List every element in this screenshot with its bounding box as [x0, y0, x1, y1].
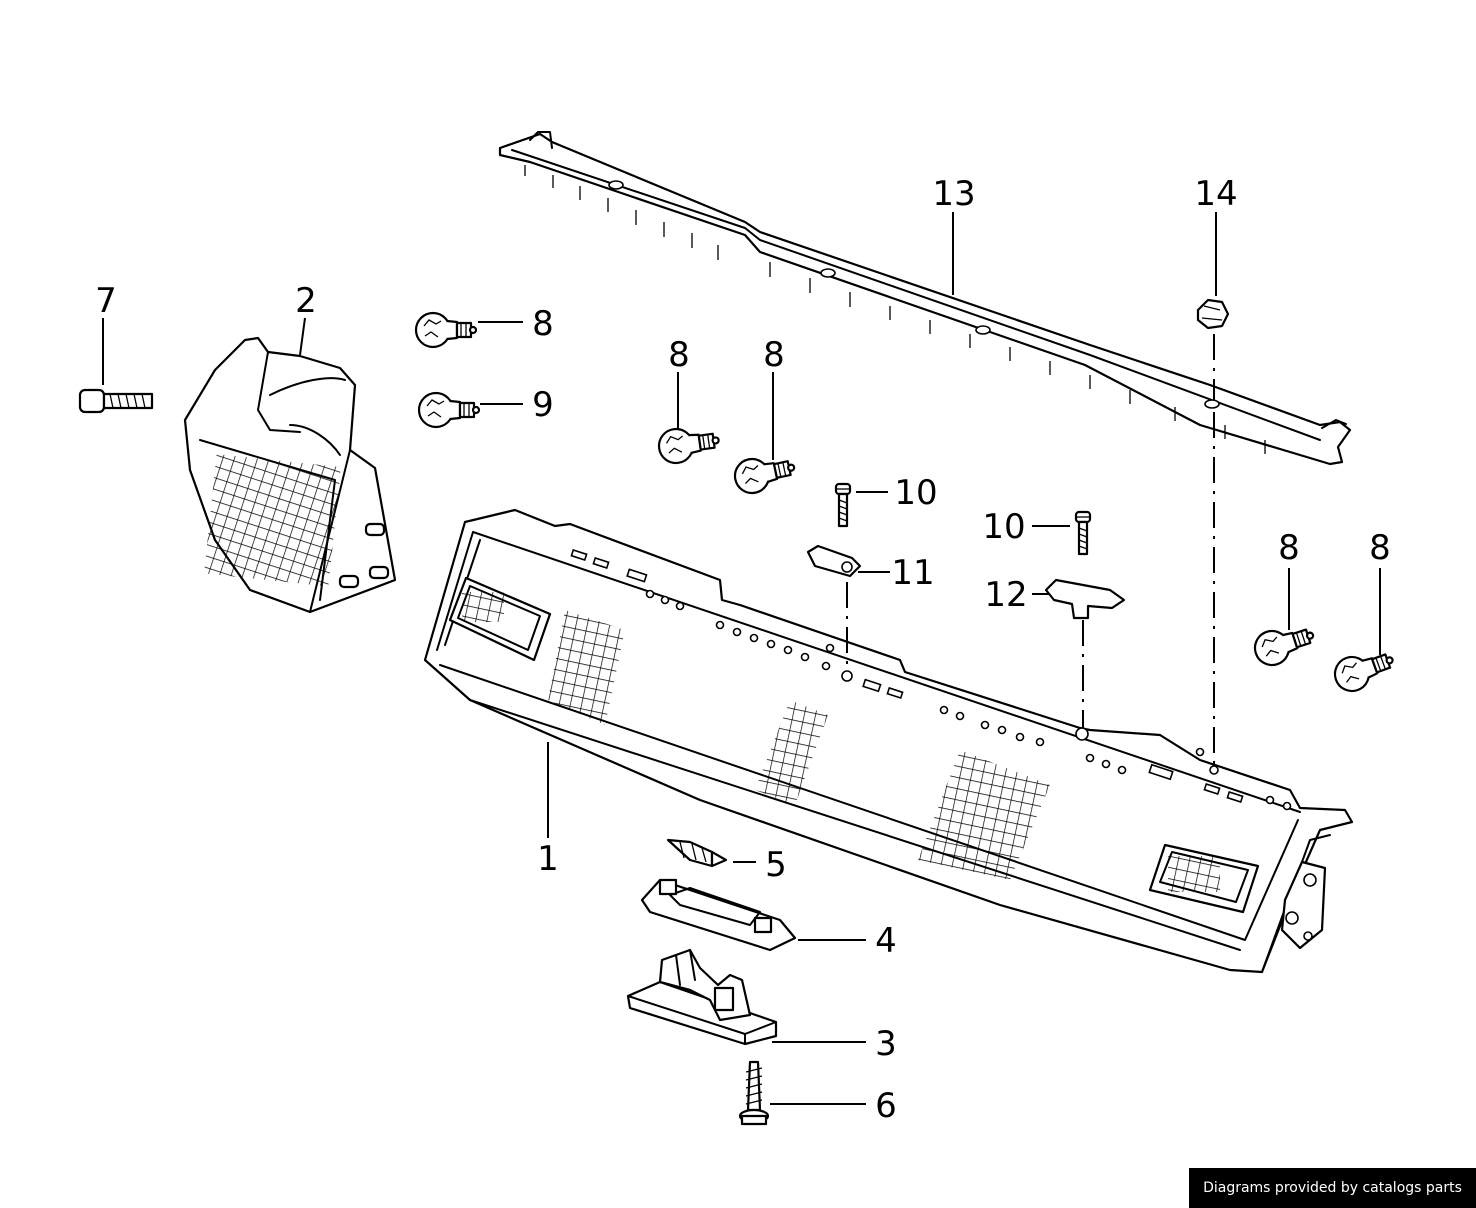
wood-screw-part-6	[738, 1060, 770, 1126]
leader-lines	[102, 212, 1381, 1105]
callout-8-d: 8	[1278, 528, 1300, 568]
callout-4: 4	[875, 921, 897, 961]
callout-labels: 1 2 3 4 5 6 7 8 8 8 8 8 9 10 10 11 12 13…	[95, 174, 1391, 1126]
callout-7: 7	[95, 281, 117, 321]
callout-14: 14	[1194, 174, 1237, 214]
lens-plate-part-4	[640, 878, 797, 952]
callout-1: 1	[537, 839, 559, 879]
callout-6: 6	[875, 1086, 897, 1126]
bolt-part-7	[78, 388, 154, 414]
callout-9: 9	[532, 385, 554, 425]
rear-panel-part-1	[423, 508, 1354, 974]
side-lamp-part-2	[183, 336, 397, 614]
callout-13: 13	[932, 174, 975, 214]
bulb-part-8-d	[1249, 617, 1320, 671]
bulb-part-8-c	[730, 449, 799, 498]
bulb-part-8-a	[414, 311, 478, 349]
callout-8-a: 8	[532, 304, 554, 344]
lamp-socket-part-3	[626, 948, 778, 1046]
callout-8-b: 8	[668, 335, 690, 375]
callout-3: 3	[875, 1024, 897, 1064]
clip-nut-part-14	[1196, 298, 1230, 330]
callout-2: 2	[295, 281, 317, 321]
bulb-part-9	[417, 391, 481, 429]
callout-12: 12	[984, 575, 1027, 615]
trim-strip-part-13	[498, 131, 1352, 466]
screw-part-10-a	[834, 482, 852, 528]
callout-8-e: 8	[1369, 528, 1391, 568]
festoon-bulb-part-5	[666, 838, 728, 868]
callout-8-c: 8	[763, 335, 785, 375]
bulb-part-8-e	[1329, 642, 1400, 697]
screw-part-10-b	[1074, 510, 1092, 556]
bracket-part-12	[1044, 578, 1126, 620]
callout-10-a: 10	[894, 473, 937, 513]
callout-11: 11	[891, 553, 934, 593]
bracket-part-11	[806, 544, 862, 578]
diagram-credit-banner: Diagrams provided by catalogs parts	[1189, 1168, 1476, 1208]
bulb-part-8-b	[655, 422, 723, 467]
callout-10-b: 10	[982, 507, 1025, 547]
callout-5: 5	[765, 845, 787, 885]
